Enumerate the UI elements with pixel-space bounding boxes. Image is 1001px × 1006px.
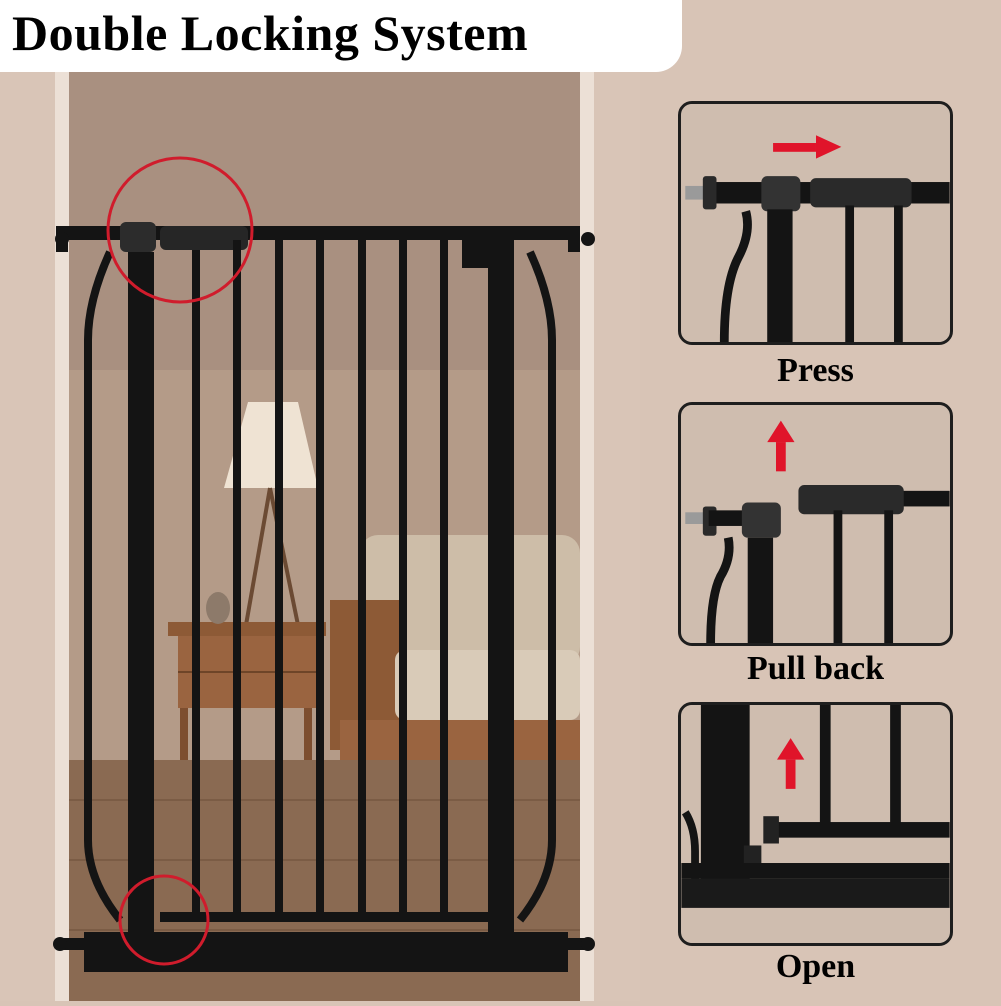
arrow-up-icon bbox=[776, 738, 805, 789]
gate-scene bbox=[53, 70, 595, 1001]
open-illustration bbox=[681, 705, 950, 943]
press-illustration bbox=[681, 104, 950, 342]
arrow-right-icon bbox=[773, 135, 842, 159]
pull-back-illustration bbox=[681, 405, 950, 643]
title-banner: Double Locking System bbox=[0, 0, 682, 72]
arrow-up-icon bbox=[767, 420, 795, 472]
page-title: Double Locking System bbox=[12, 5, 529, 61]
step-label-open: Open bbox=[775, 948, 856, 985]
step-label-press: Press bbox=[777, 352, 854, 389]
step-panel-open bbox=[678, 702, 953, 946]
step-panel-pull-back bbox=[678, 402, 953, 646]
step-panel-press bbox=[678, 101, 953, 345]
step-label-pull-back: Pull back bbox=[747, 650, 884, 687]
gate-scene-illustration bbox=[53, 70, 595, 1001]
